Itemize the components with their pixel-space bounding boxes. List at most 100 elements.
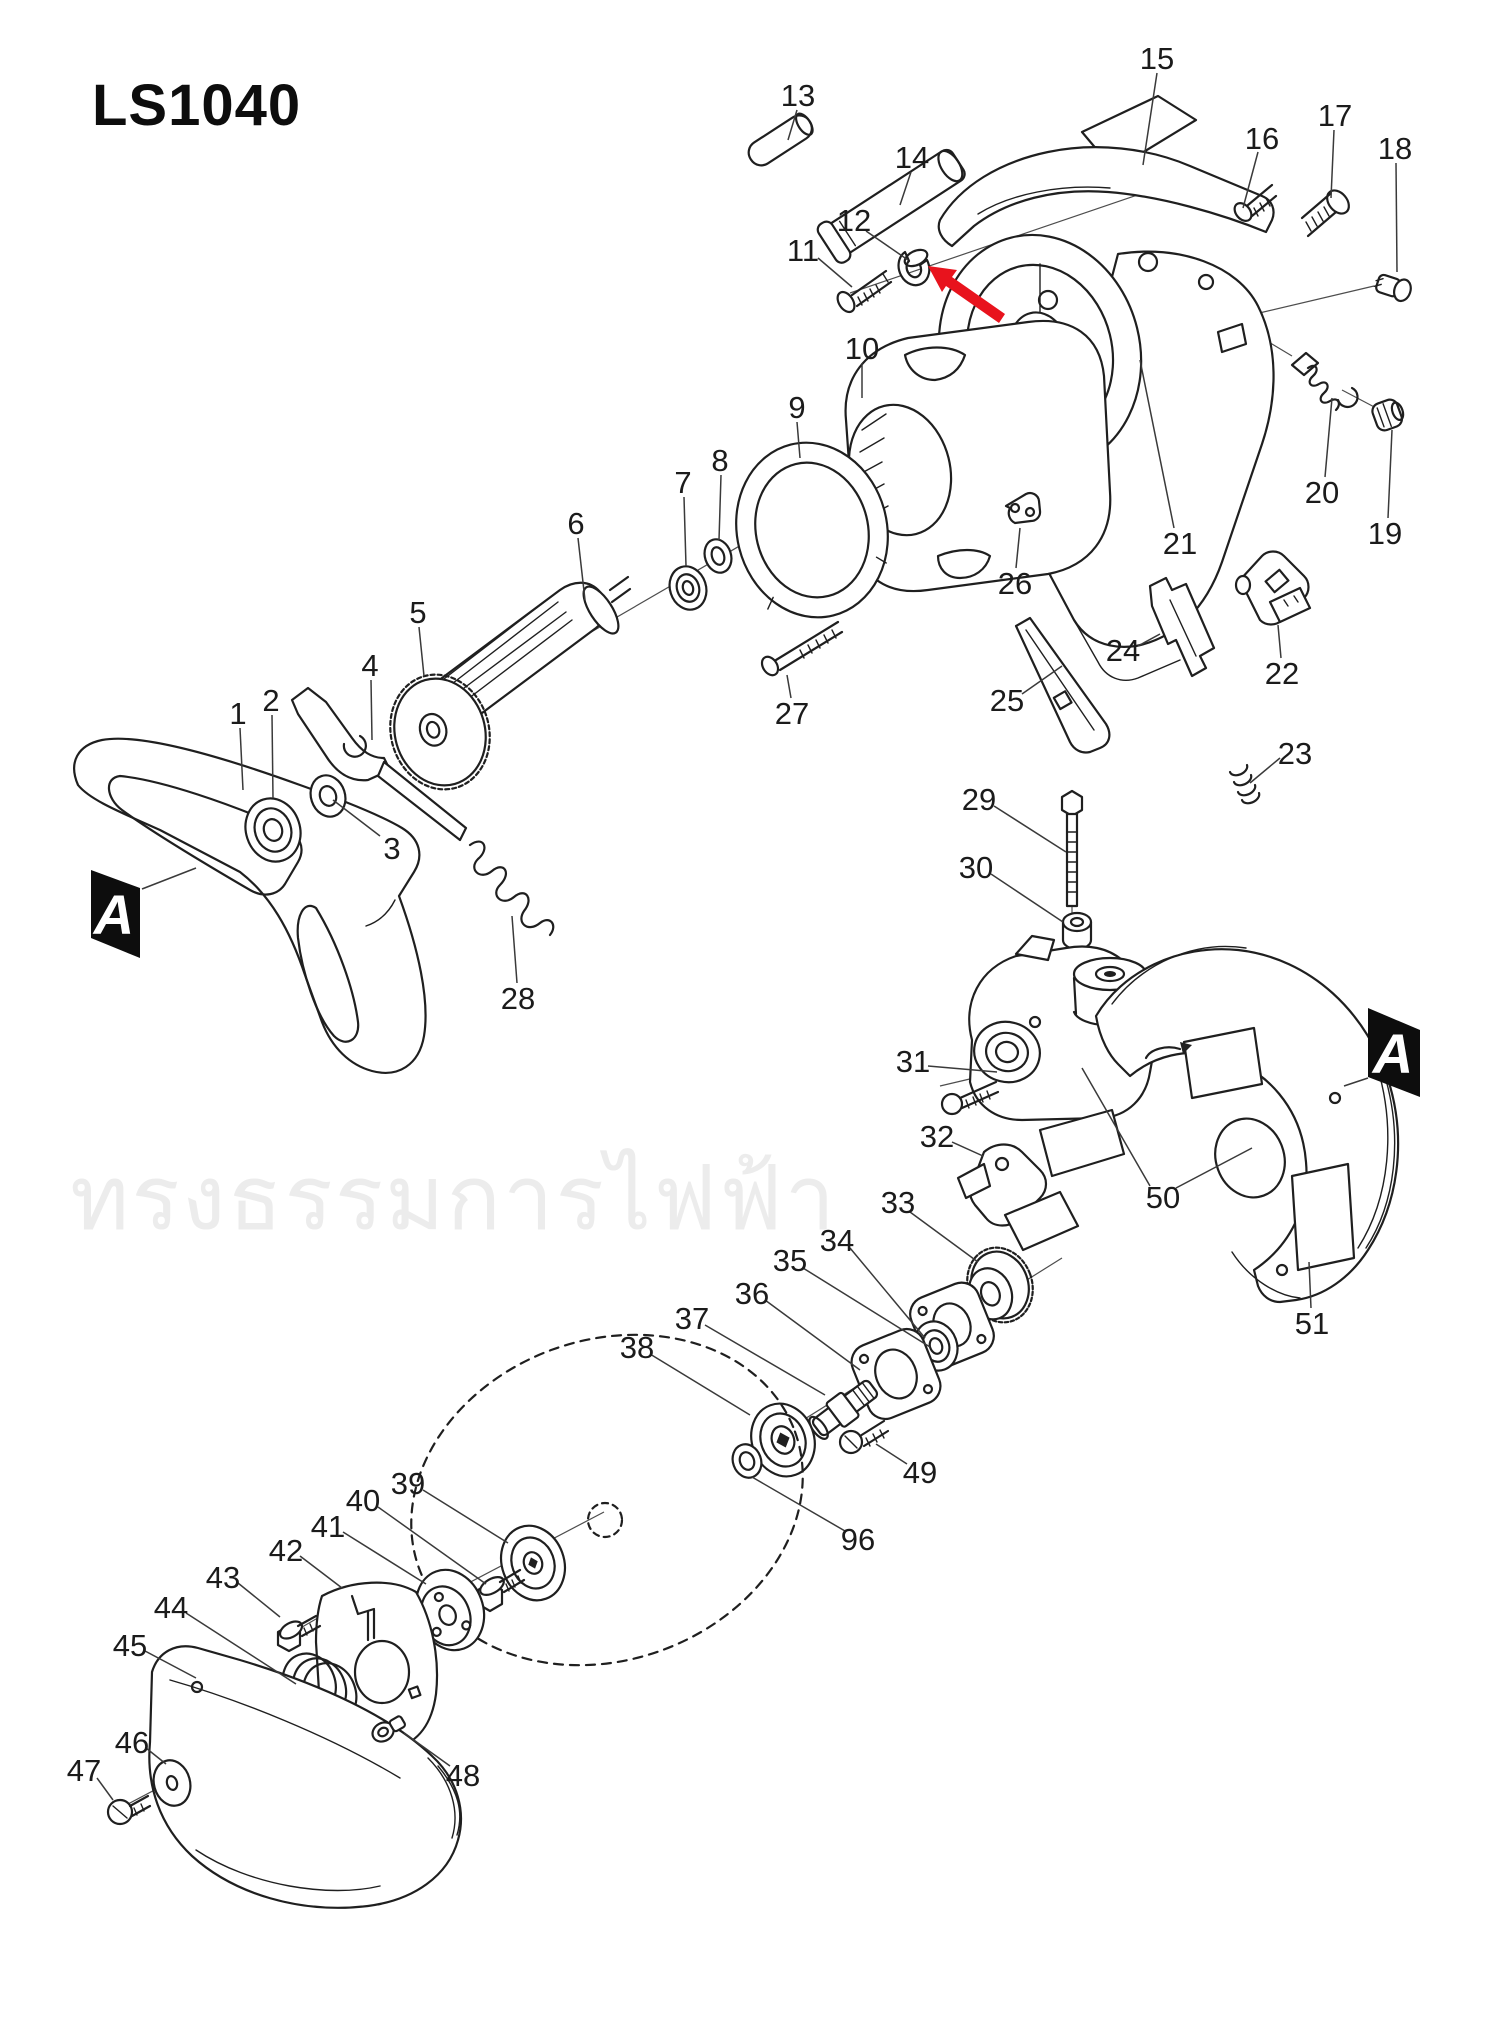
leader-line-12: [865, 230, 909, 261]
leader-line-47: [96, 1777, 114, 1801]
part-label-7: 7: [674, 465, 691, 500]
part-label-13: 13: [781, 78, 815, 113]
leader-line-9: [796, 421, 801, 459]
leader-line-6: [577, 537, 586, 601]
leader-line-21: [1139, 359, 1175, 529]
view-marker-letter-0: A: [92, 883, 134, 946]
leader-line-45: [144, 1650, 197, 1679]
part-label-43: 43: [206, 1560, 240, 1595]
part-label-96: 96: [841, 1522, 875, 1557]
part-label-38: 38: [620, 1330, 654, 1365]
part-32-knob: [956, 1143, 1080, 1252]
part-label-39: 39: [391, 1466, 425, 1501]
part-label-5: 5: [409, 595, 426, 630]
part-label-25: 25: [990, 683, 1024, 718]
leader-line-96: [751, 1476, 846, 1532]
part-label-37: 37: [675, 1301, 709, 1336]
part-46-washer: [152, 1759, 192, 1807]
view-marker-letter-1: A: [1371, 1022, 1413, 1085]
leader-line-29: [993, 805, 1067, 853]
part-14-shoulder-pipe: [816, 148, 966, 264]
part-label-19: 19: [1368, 516, 1402, 551]
view-marker-box-1: [1368, 1008, 1420, 1097]
part-label-46: 46: [115, 1725, 149, 1760]
part-label-21: 21: [1163, 526, 1197, 561]
part-label-16: 16: [1245, 121, 1279, 156]
part-label-8: 8: [711, 443, 728, 478]
leader-line-35: [802, 1267, 931, 1348]
leader-line-37: [704, 1324, 826, 1396]
part-label-20: 20: [1305, 475, 1339, 510]
part-11-screw: [836, 269, 893, 314]
leader-line-23: [1249, 757, 1281, 784]
part-28-spring: [468, 840, 555, 937]
part-4-lever: [290, 686, 468, 842]
part-label-50: 50: [1146, 1180, 1180, 1215]
part-33-helical-gear: [966, 1246, 1034, 1324]
kerf-board-sticker: [1038, 1108, 1126, 1178]
part-label-42: 42: [269, 1533, 303, 1568]
part-label-24: 24: [1106, 633, 1140, 668]
part-22-switch: [1234, 550, 1312, 626]
part-47-screw: [106, 1794, 152, 1826]
part-label-18: 18: [1378, 131, 1412, 166]
part-31-screw: [940, 1080, 1000, 1116]
part-label-17: 17: [1318, 98, 1352, 133]
part-26-clamp: [1004, 491, 1042, 525]
leader-line-18: [1395, 162, 1398, 273]
part-label-23: 23: [1278, 736, 1312, 771]
leader-line-36: [764, 1299, 861, 1371]
red-arrow-annotation: [928, 266, 1005, 323]
leader-line-48: [403, 1732, 451, 1767]
leader-line-8: [718, 474, 722, 541]
leader-line-50: [1081, 1067, 1151, 1187]
leader-line-3: [332, 799, 381, 837]
part-label-14: 14: [895, 140, 929, 175]
part-30-spacer: [1061, 911, 1093, 951]
part-label-32: 32: [920, 1119, 954, 1154]
leader-line-34: [849, 1247, 926, 1339]
part-label-1: 1: [229, 696, 246, 731]
part-label-26: 26: [998, 566, 1032, 601]
part-label-11: 11: [787, 233, 819, 268]
leader-line-26: [1015, 527, 1021, 569]
part-2-bearing: [244, 797, 302, 863]
part-29-bolt: [1060, 789, 1084, 908]
part-51-blade-case: [1094, 945, 1400, 1304]
leader-line-7: [683, 496, 687, 567]
part-label-51: 51: [1295, 1306, 1329, 1341]
part-label-33: 33: [881, 1185, 915, 1220]
leader-line-39: [422, 1489, 509, 1544]
part-48-screw: [371, 1715, 406, 1743]
leader-line-2: [271, 714, 274, 799]
saw-blade-bore: [586, 1501, 624, 1539]
part-19-brush-cap: [1371, 398, 1405, 432]
leader-line-50: [1175, 1147, 1253, 1189]
part-label-41: 41: [311, 1509, 345, 1544]
view-marker-leader-0: [141, 867, 197, 890]
leader-line-19: [1387, 429, 1393, 519]
part-label-40: 40: [346, 1483, 380, 1518]
part-12-clip: [897, 248, 931, 287]
leader-line-42: [299, 1555, 343, 1589]
part-16-screw: [1233, 183, 1278, 222]
leader-line-46: [145, 1747, 167, 1765]
leader-line-33: [909, 1211, 979, 1263]
view-marker-leader-1: [1343, 1077, 1369, 1087]
part-20-carbon-brush: [1290, 351, 1359, 412]
part-8-washer: [703, 538, 733, 574]
part-10-field: [844, 289, 1112, 593]
part-45-blade-guard: [148, 1645, 462, 1909]
part-label-35: 35: [773, 1243, 807, 1278]
leader-line-28: [511, 915, 518, 984]
part-label-47: 47: [67, 1753, 101, 1788]
part-label-30: 30: [959, 850, 993, 885]
watermark-text: ทรงธรรมการไฟฟ้า: [70, 1149, 838, 1249]
view-marker-box-0: [91, 870, 140, 958]
part-label-2: 2: [262, 683, 279, 718]
leader-line-5: [418, 626, 425, 677]
part-7-bearing: [668, 565, 708, 611]
